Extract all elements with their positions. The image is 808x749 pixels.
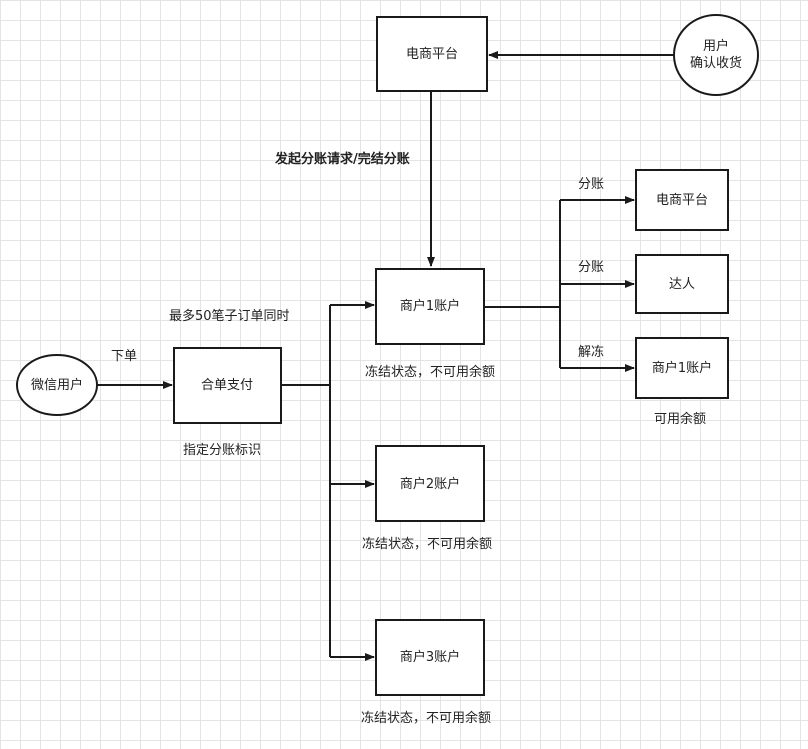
unfreeze-label: 解冻 (578, 344, 604, 360)
merchant1-right-label: 商户1账户 (652, 360, 712, 376)
platform-right-label: 电商平台 (656, 193, 708, 208)
influencer-node: 达人 (635, 254, 729, 314)
frozen-status-3: 冻结状态，不可用余额 (361, 710, 491, 726)
influencer-label: 达人 (669, 277, 695, 292)
wechat-user-node: 微信用户 (16, 354, 98, 416)
merge-pay-node: 合单支付 (173, 347, 282, 424)
frozen-status-1: 冻结状态，不可用余额 (365, 364, 495, 380)
merchant1-right-node: 商户1账户 (635, 337, 729, 399)
user-confirm-node: 用户 确认收货 (673, 14, 759, 96)
merchant1-label: 商户1账户 (400, 298, 460, 314)
merchant3-label: 商户3账户 (400, 649, 460, 665)
split-flag-label: 指定分账标识 (183, 443, 261, 458)
platform-top-label: 电商平台 (406, 47, 458, 62)
merchant2-label: 商户2账户 (400, 476, 460, 492)
frozen-status-2: 冻结状态，不可用余额 (362, 536, 492, 552)
platform-right-node: 电商平台 (635, 169, 729, 231)
place-order-label: 下单 (111, 349, 137, 364)
split-label-1: 分账 (578, 177, 604, 192)
merchant1-node: 商户1账户 (375, 268, 485, 345)
platform-top-node: 电商平台 (376, 16, 488, 92)
initiate-split-label: 发起分账请求/完结分账 (274, 151, 410, 167)
available-balance-label: 可用余额 (654, 411, 706, 427)
user-confirm-label-line2: 确认收货 (690, 55, 742, 71)
max-orders-label: 最多50笔子订单同时 (169, 308, 290, 324)
merchant3-node: 商户3账户 (375, 619, 485, 696)
merchant2-node: 商户2账户 (375, 445, 485, 522)
user-confirm-label-line1: 用户 (703, 38, 729, 54)
wechat-user-label: 微信用户 (31, 377, 83, 393)
merge-pay-label: 合单支付 (201, 378, 253, 393)
split-label-2: 分账 (578, 260, 604, 275)
